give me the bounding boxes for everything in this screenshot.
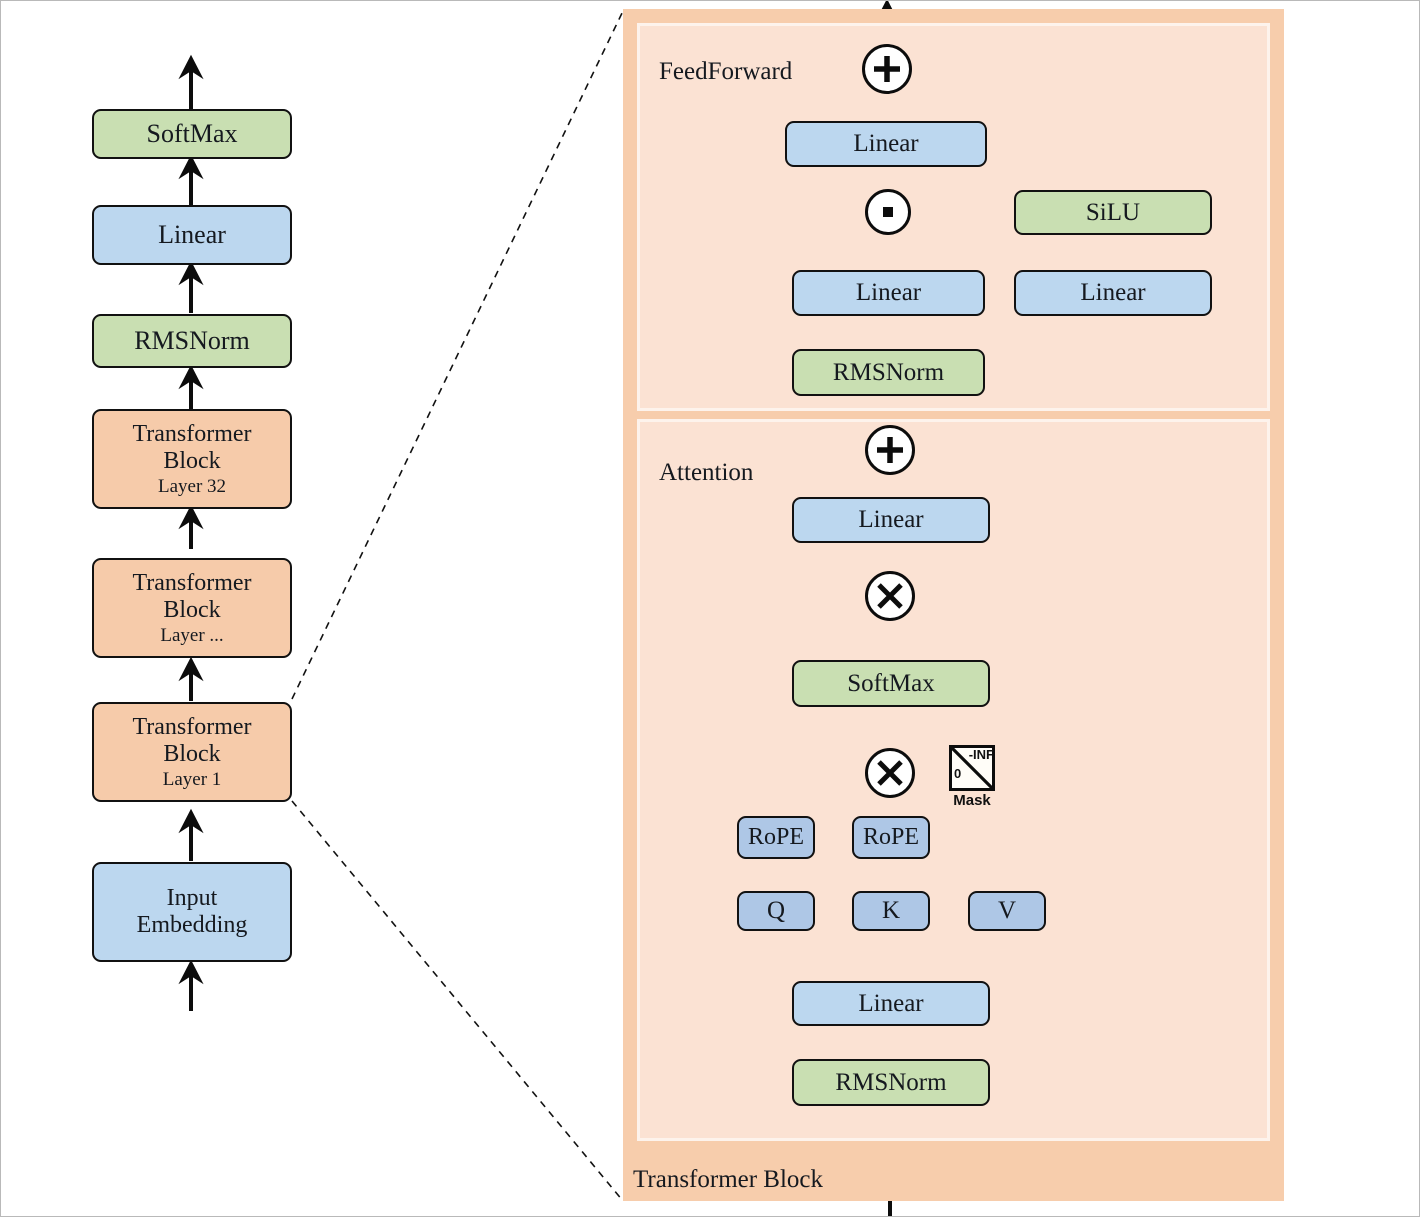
node-label: RoPE — [862, 824, 919, 851]
mask-diagonal-icon — [952, 748, 992, 788]
transformer-block-container-label: Transformer Block — [633, 1166, 824, 1193]
node-label: Transformer Block — [132, 420, 252, 474]
left-node-rmsnorm[interactable]: RMSNorm — [92, 314, 292, 368]
rope-key[interactable]: RoPE — [852, 816, 930, 859]
callout-line-bottom — [291, 800, 624, 1202]
node-label: RMSNorm — [832, 358, 945, 386]
attention-input-linear[interactable]: Linear — [792, 981, 990, 1026]
node-sublabel: Layer 1 — [162, 768, 222, 790]
feedforward-label: FeedForward — [659, 58, 793, 85]
left-node-transformer-block-mid[interactable]: Transformer Block Layer ... — [92, 558, 292, 658]
node-label: K — [881, 897, 901, 924]
node-label: SoftMax — [146, 119, 238, 149]
node-label: V — [997, 897, 1017, 924]
dot-icon — [883, 207, 893, 217]
node-label: Q — [766, 897, 786, 924]
node-label: Linear — [1080, 279, 1146, 306]
multiply-icon — [877, 760, 903, 786]
mask-lower-left-label: 0 — [954, 766, 962, 781]
ff-rmsnorm[interactable]: RMSNorm — [792, 349, 985, 396]
left-node-transformer-block-32[interactable]: Transformer Block Layer 32 — [92, 409, 292, 509]
feedforward-hadamard-multiply[interactable] — [865, 189, 911, 235]
node-label: Linear — [855, 279, 922, 306]
plus-icon — [874, 56, 900, 82]
attention-output-linear[interactable]: Linear — [792, 497, 990, 543]
node-sublabel: Layer 32 — [157, 475, 227, 497]
attention-softmax[interactable]: SoftMax — [792, 660, 990, 707]
rope-query[interactable]: RoPE — [737, 816, 815, 859]
ff-silu-activation[interactable]: SiLU — [1014, 190, 1212, 235]
left-node-transformer-block-1[interactable]: Transformer Block Layer 1 — [92, 702, 292, 802]
attention-qk-matmul[interactable] — [865, 748, 915, 798]
node-label: Linear — [158, 220, 226, 250]
node-label: RoPE — [747, 824, 804, 851]
node-sublabel: Layer ... — [160, 624, 224, 646]
node-label: Linear — [853, 130, 919, 157]
node-label: Linear — [858, 989, 924, 1017]
ff-up-linear[interactable]: Linear — [1014, 270, 1212, 316]
mask-caption: Mask — [953, 792, 991, 809]
multiply-icon — [877, 583, 903, 609]
key-projection[interactable]: K — [852, 891, 930, 931]
node-label: RMSNorm — [835, 1068, 947, 1096]
attention-label: Attention — [659, 459, 754, 486]
node-label: Linear — [858, 506, 924, 533]
query-projection[interactable]: Q — [737, 891, 815, 931]
plus-icon — [877, 437, 903, 463]
node-label: Input Embedding — [136, 885, 248, 938]
attention-residual-add[interactable] — [865, 425, 915, 475]
left-node-linear[interactable]: Linear — [92, 205, 292, 265]
node-label: SoftMax — [847, 669, 935, 697]
node-label: SiLU — [1085, 198, 1141, 226]
feedforward-residual-add[interactable] — [862, 44, 912, 94]
node-label: Transformer Block — [132, 713, 252, 767]
node-label: Transformer Block — [132, 569, 252, 623]
causal-mask-icon: -INF 0 — [949, 745, 995, 791]
value-projection[interactable]: V — [968, 891, 1046, 931]
left-node-input-embedding[interactable]: Input Embedding — [92, 862, 292, 962]
node-label: RMSNorm — [134, 326, 250, 356]
attention-value-matmul[interactable] — [865, 571, 915, 621]
ff-output-linear[interactable]: Linear — [785, 121, 987, 167]
left-node-softmax[interactable]: SoftMax — [92, 109, 292, 159]
callout-line-top — [291, 10, 624, 700]
ff-gate-linear[interactable]: Linear — [792, 270, 985, 316]
mask-upper-right-label: -INF — [968, 747, 994, 762]
attention-rmsnorm[interactable]: RMSNorm — [792, 1059, 990, 1106]
